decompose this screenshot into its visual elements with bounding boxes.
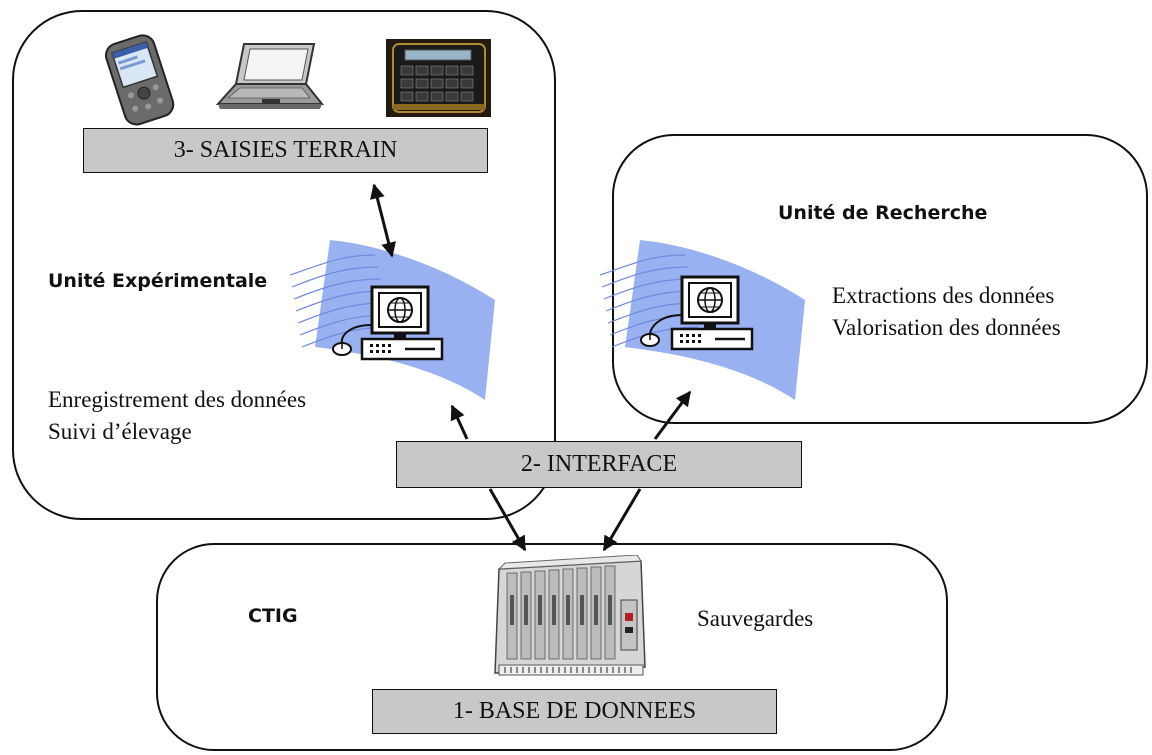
unite-experimentale-title: Unité Expérimentale bbox=[48, 270, 268, 292]
unite-recherche-description: Extractions des données Valorisation des… bbox=[832, 280, 1061, 344]
arrow-interface-base-right bbox=[602, 488, 642, 552]
server-rack-icon bbox=[494, 555, 646, 676]
description-line: Enregistrement des données bbox=[48, 387, 307, 412]
description-line: Extractions des données bbox=[832, 283, 1055, 308]
computer-icon bbox=[290, 240, 495, 400]
ctig-description: Sauvegardes bbox=[697, 603, 813, 635]
base-de-donnees-box: 1- BASE DE DONNEES bbox=[372, 689, 777, 734]
unite-recherche-title: Unité de Recherche bbox=[778, 202, 988, 224]
description-line: Suivi d’élevage bbox=[48, 419, 192, 444]
computer-icon bbox=[600, 240, 805, 400]
saisies-terrain-label: 3- SAISIES TERRAIN bbox=[173, 137, 398, 163]
description-line: Sauvegardes bbox=[697, 606, 814, 631]
unite-experimentale-description: Enregistrement des données Suivi d’éleva… bbox=[48, 384, 306, 448]
interface-label: 2- INTERFACE bbox=[520, 451, 678, 477]
field-keypad-icon bbox=[386, 39, 491, 117]
interface-box: 2- INTERFACE bbox=[396, 441, 802, 488]
arrow-interface-base-left bbox=[488, 488, 527, 552]
arrow-interface-experimentale bbox=[450, 404, 469, 440]
arrow-interface-recherche bbox=[653, 390, 692, 440]
description-line: Valorisation des données bbox=[832, 315, 1061, 340]
ctig-title: CTIG bbox=[248, 605, 298, 627]
saisies-terrain-box: 3- SAISIES TERRAIN bbox=[83, 128, 488, 173]
base-de-donnees-label: 1- BASE DE DONNEES bbox=[452, 698, 697, 724]
arrow-saisies-experimentale bbox=[370, 183, 396, 258]
pda-icon bbox=[104, 34, 175, 126]
laptop-icon bbox=[215, 43, 325, 109]
